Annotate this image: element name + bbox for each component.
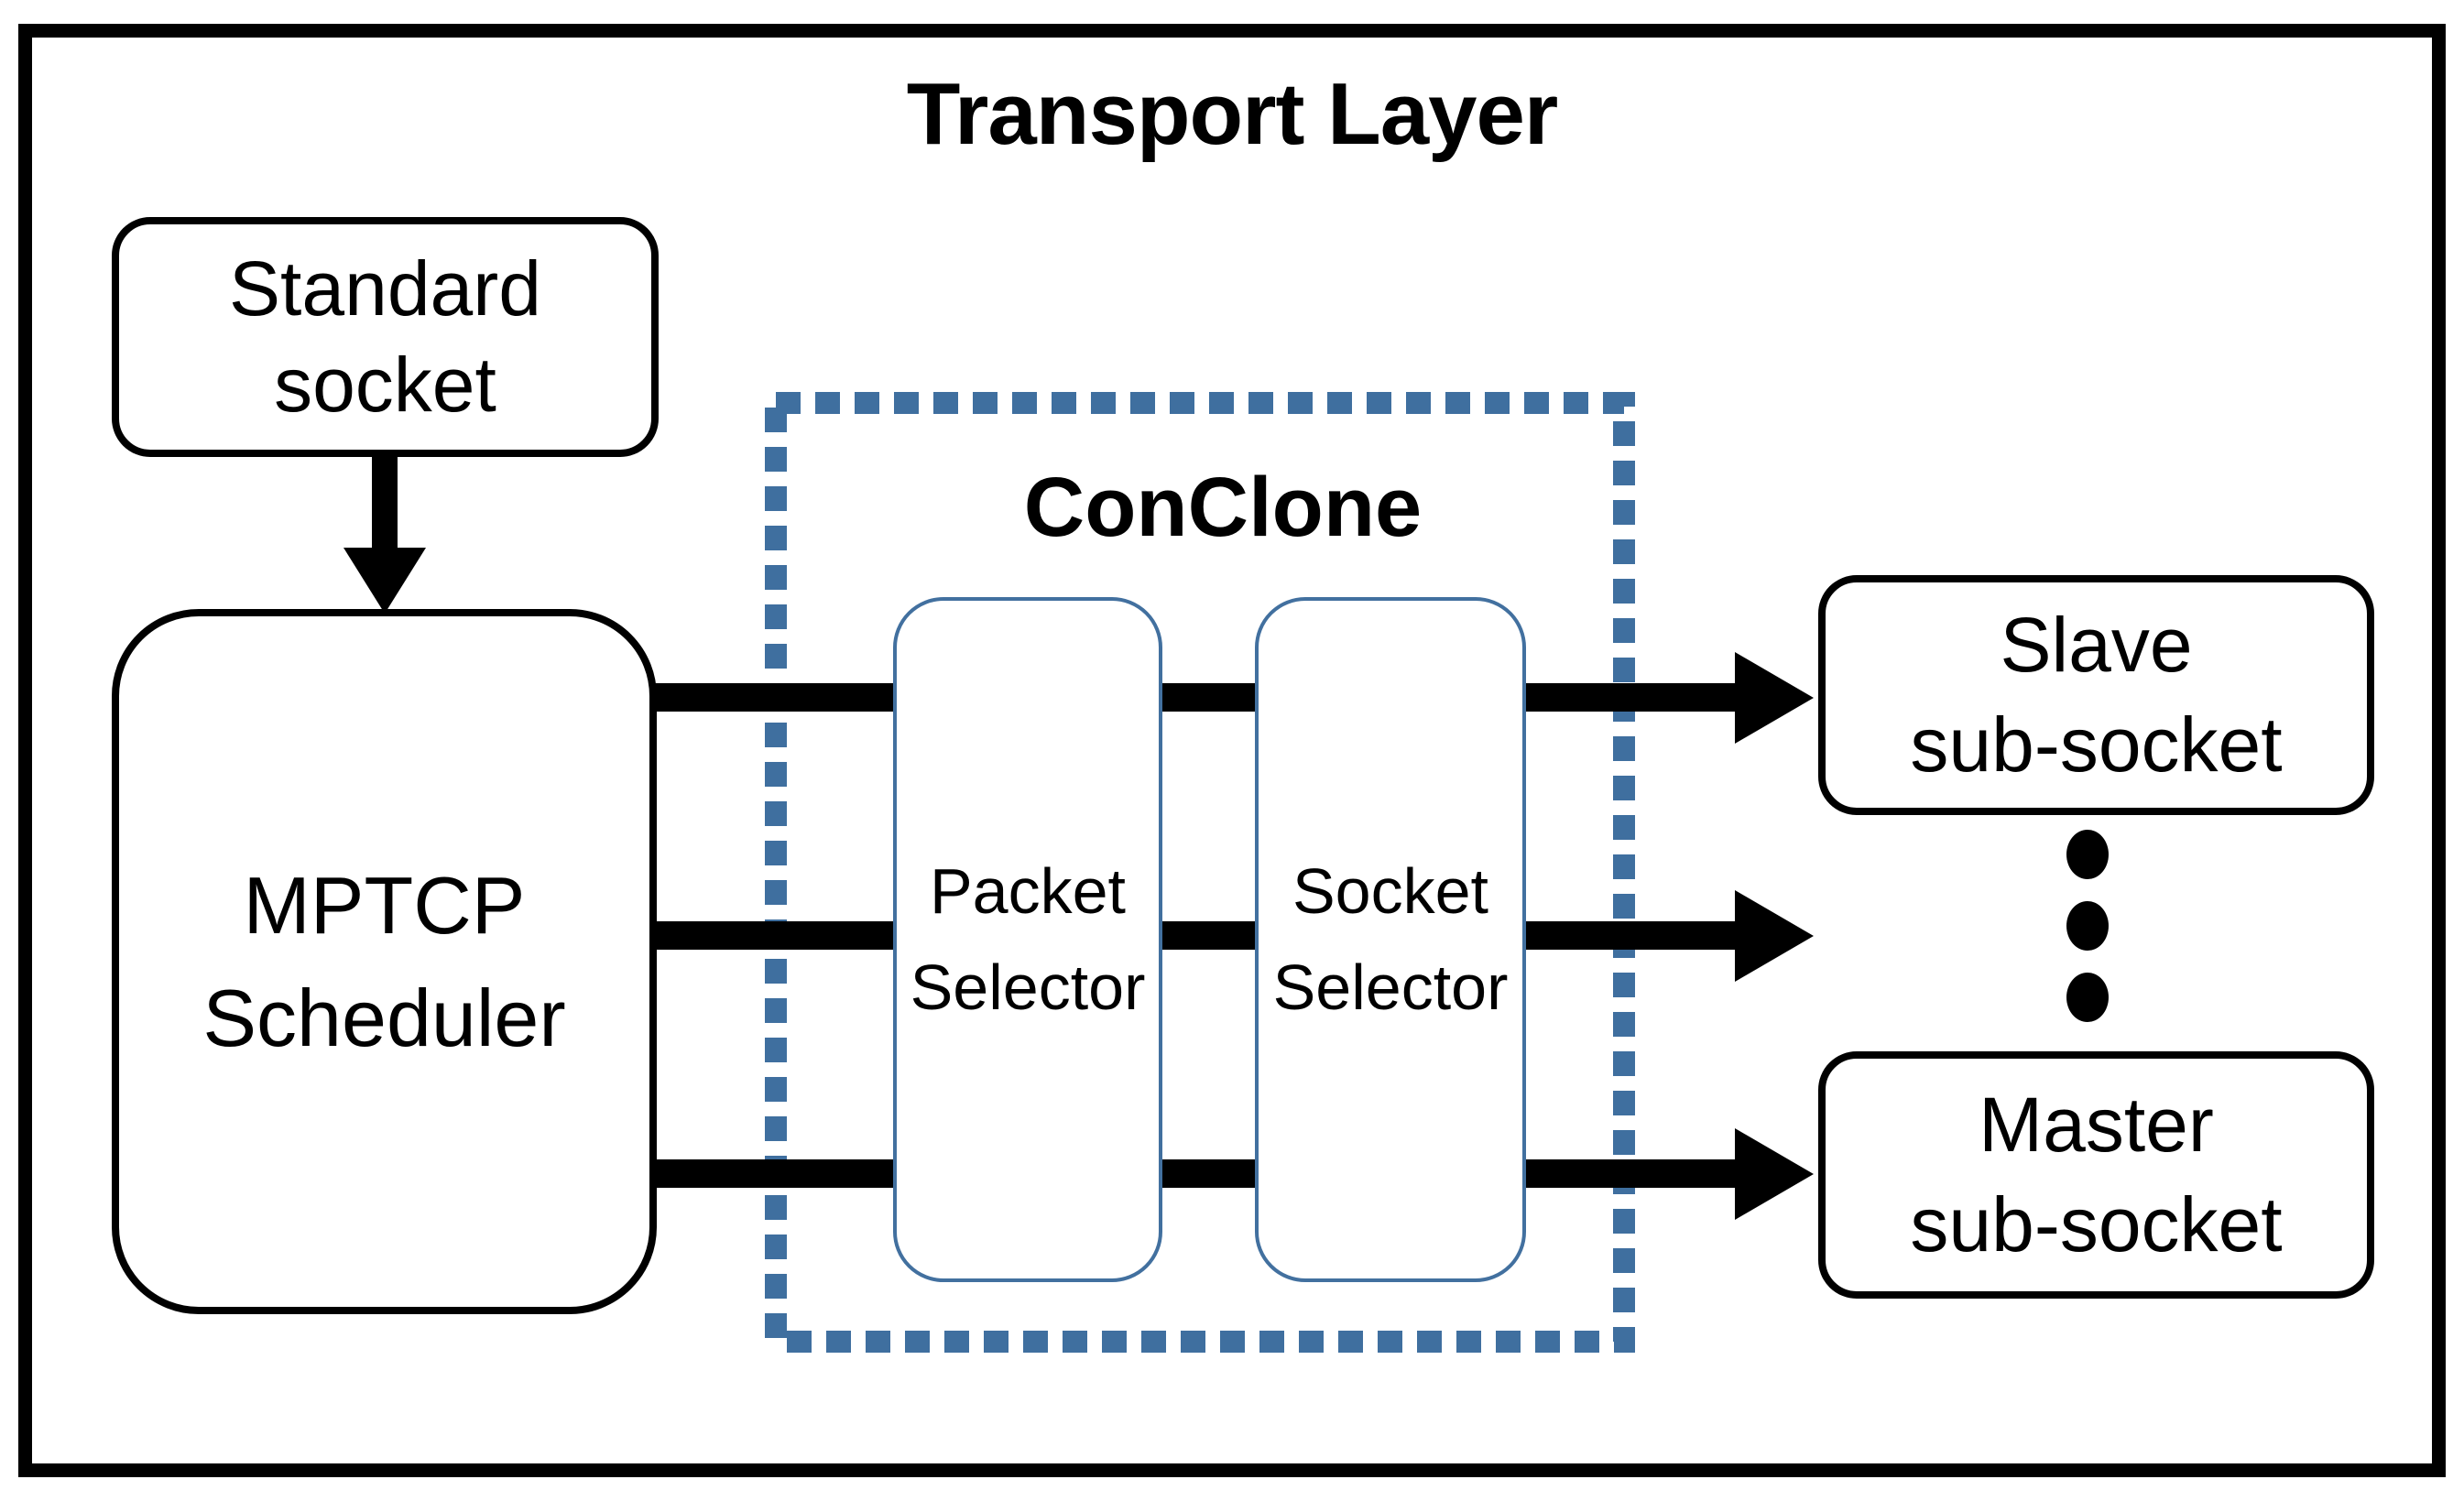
ellipsis-dot-icon <box>2066 973 2109 1022</box>
conclone-dashed-border <box>765 392 1635 1353</box>
node-master-sub-socket: Master sub-socket <box>1818 1051 2374 1299</box>
arrow-to-master-shaft <box>650 1159 1735 1188</box>
arrow-to-slave-shaft <box>650 683 1735 712</box>
conclone-group-label: ConClone <box>1023 461 1423 554</box>
arrow-to-slave-arrowhead-icon <box>1735 652 1814 744</box>
node-master-sub-socket-label: Master sub-socket <box>1910 1081 2283 1267</box>
node-socket-selector: Socket Selector <box>1255 597 1526 1282</box>
node-packet-selector: Packet Selector <box>893 597 1162 1282</box>
diagram-title: Transport Layer <box>906 65 1559 163</box>
down-arrowhead-icon <box>343 548 426 614</box>
node-mptcp-scheduler: MPTCP Scheduler <box>112 609 657 1314</box>
node-mptcp-scheduler-label: MPTCP Scheduler <box>202 859 566 1063</box>
ellipsis-dot-icon <box>2066 830 2109 879</box>
arrow-to-master-arrowhead-icon <box>1735 1128 1814 1220</box>
node-socket-selector-label: Socket Selector <box>1272 855 1509 1023</box>
arrow-to-ellipsis-arrowhead-icon <box>1735 890 1814 982</box>
node-standard-socket-label: Standard socket <box>229 245 541 428</box>
ellipsis-dot-icon <box>2066 901 2109 951</box>
node-slave-sub-socket-label: Slave sub-socket <box>1910 601 2283 788</box>
arrow-to-ellipsis-shaft <box>650 921 1735 950</box>
outer-frame <box>18 24 2446 1477</box>
down-arrow-shaft <box>372 455 398 550</box>
node-slave-sub-socket: Slave sub-socket <box>1818 575 2374 815</box>
node-packet-selector-label: Packet Selector <box>910 855 1146 1023</box>
node-standard-socket: Standard socket <box>112 217 659 457</box>
